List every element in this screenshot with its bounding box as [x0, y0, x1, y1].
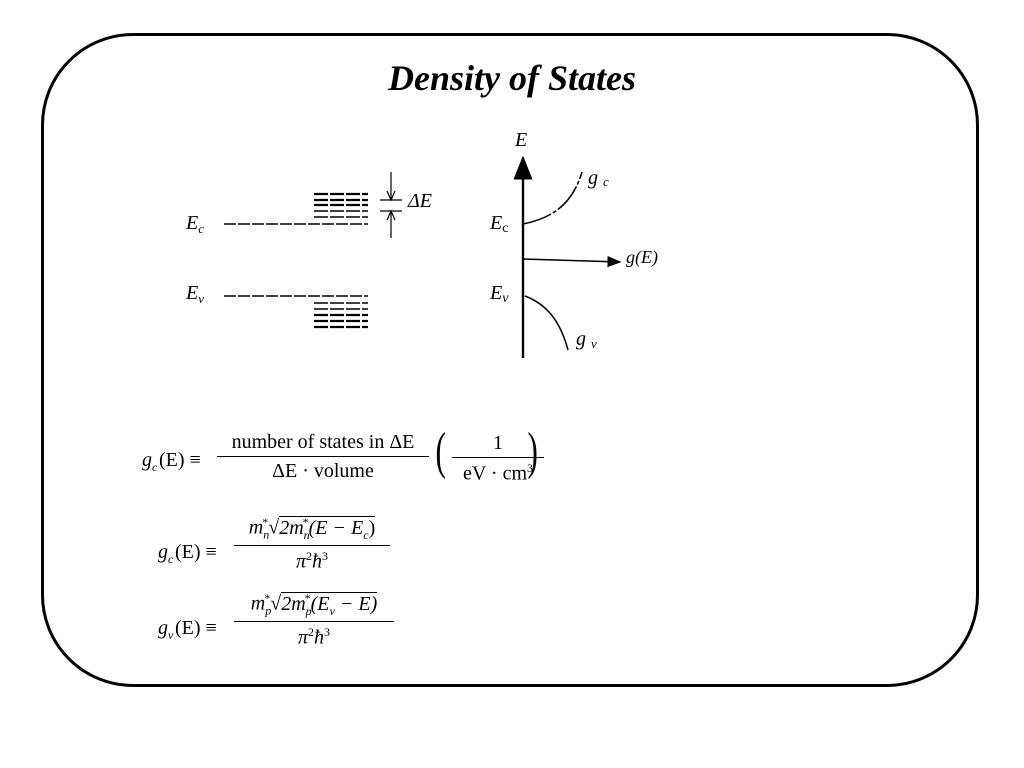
right-ec-label: Ec [489, 212, 508, 236]
slide-frame [41, 33, 979, 687]
left-ec-label: Ec [185, 212, 204, 236]
eq3-fraction: mp*√2mp*(Ev − E) π2ħ3 [234, 591, 394, 647]
conduction-states-stack [314, 192, 368, 218]
eq1-lhs: gc (E) ≡ [142, 449, 201, 474]
energy-level-diagram: ΔE Ec Ev [185, 172, 432, 329]
eq3-lhs: gv (E) ≡ [158, 617, 217, 642]
slide-title: Density of States [388, 58, 636, 98]
delta-e-indicator [380, 172, 402, 238]
ge-axis-label: g(E) [626, 247, 658, 268]
gv-curve [524, 295, 569, 351]
right-ev-label: Ev [489, 282, 509, 306]
delta-e-label: ΔE [407, 190, 432, 212]
energy-axis-label: E [514, 129, 527, 151]
g-axis [522, 256, 622, 268]
eq2-fraction: mn*√2mn*(E − Ec) π2ħ3 [234, 515, 390, 571]
valence-states-stack [314, 302, 368, 329]
eq1-fraction: number of states in ΔE ΔE · volume [217, 432, 429, 481]
eq2-lhs: gc (E) ≡ [158, 541, 217, 566]
gc-curve [522, 171, 583, 225]
eq1-unit-fraction: 1 eV · cm3 [452, 433, 544, 484]
left-ev-label: Ev [185, 282, 204, 306]
